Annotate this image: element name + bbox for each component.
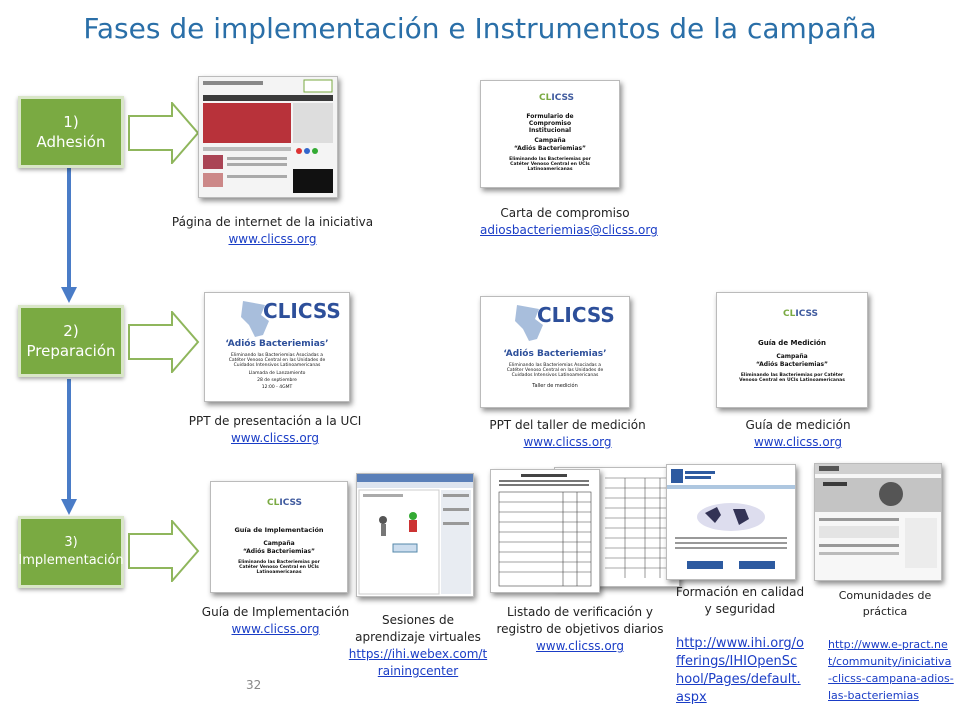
flow-arrows	[61, 165, 77, 515]
doc-extra-1: Llamada de Lanzamiento	[248, 371, 306, 376]
guia-implementacion-caption: Guía de Implementación www.clicss.org	[188, 604, 363, 638]
phase-label: Adhesión	[36, 133, 106, 151]
guia-implementacion-caption-text: Guía de Implementación	[201, 605, 350, 619]
block-arrow-1	[128, 102, 200, 164]
sesiones-link[interactable]: https://ihi.webex.com/trainingcenter	[348, 647, 488, 678]
carta-link[interactable]: adiosbacteriemias@clicss.org	[480, 223, 658, 237]
doc-subtitle: Eliminando las Bacteriemias por Catéter …	[238, 560, 320, 575]
latin-america-map-icon	[515, 305, 543, 341]
phase-implementacion: 3) Implementación	[18, 516, 124, 588]
ihi-website-icon	[667, 465, 795, 579]
carta-caption-text: Carta de compromiso	[500, 206, 630, 220]
website-caption-text: Página de internet de la iniciativa	[171, 215, 374, 229]
guia-implementacion-thumbnail[interactable]: CLICSS Guía de Implementación Campaña “A…	[210, 481, 348, 593]
listado-link[interactable]: www.clicss.org	[535, 639, 625, 653]
phase-preparacion: 2) Preparación	[18, 305, 124, 377]
phase-adhesion: 1) Adhesión	[18, 96, 124, 168]
doc-title: Formulario de Compromiso Institucional	[526, 113, 574, 134]
ppt-taller-thumbnail[interactable]: CLICSS ‘Adiós Bacteriemias’ Eliminando l…	[480, 296, 630, 408]
guia-implementacion-link[interactable]: www.clicss.org	[231, 622, 320, 636]
sesiones-caption: Sesiones de aprendizaje virtuales https:…	[348, 612, 488, 680]
doc-subtitle: Eliminando las Bacteriemias por Catéter …	[739, 373, 845, 383]
ppt-uci-caption-text: PPT de presentación a la UCI	[188, 414, 362, 428]
epract-community-thumbnail[interactable]	[814, 463, 942, 581]
latin-america-map-icon	[241, 301, 269, 337]
ihi-open-school-thumbnail[interactable]	[666, 464, 796, 580]
webex-screenshot-thumbnail[interactable]	[356, 473, 474, 597]
phase-number: 2)	[63, 322, 79, 340]
doc-subtitle: Eliminando las Bacteriemias Asociadas a …	[228, 353, 326, 368]
doc-campaign-name: ‘Adiós Bacteriemias’	[225, 339, 329, 349]
carta-compromiso-thumbnail[interactable]: CLICSS Formulario de Compromiso Instituc…	[480, 80, 620, 188]
comunidades-link[interactable]: http://www.e-pract.net/community/iniciat…	[828, 638, 954, 702]
guia-medicion-caption: Guía de medición www.clicss.org	[718, 417, 878, 451]
phase-number: 3)	[64, 535, 78, 550]
doc-extra-2: 28 de septiembre	[257, 378, 297, 383]
ppt-uci-thumbnail[interactable]: CLICSS ‘Adiós Bacteriemias’ Eliminando l…	[204, 292, 350, 402]
doc-campaign-name: “Adiós Bacteriemias”	[242, 548, 316, 555]
clicss-logo: CLICSS	[539, 93, 575, 103]
clicss-logo: CLICSS	[267, 498, 303, 508]
ppt-uci-link[interactable]: www.clicss.org	[230, 431, 320, 445]
doc-extra-1: Taller de medición	[532, 383, 578, 389]
website-link[interactable]: www.clicss.org	[228, 232, 317, 246]
ppt-taller-caption-text: PPT del taller de medición	[489, 418, 646, 432]
sesiones-caption-text: Sesiones de aprendizaje virtuales	[355, 613, 481, 644]
doc-campaign: Campaña	[263, 540, 295, 547]
guia-medicion-caption-text: Guía de medición	[745, 418, 851, 432]
ppt-uci-caption: PPT de presentación a la UCI www.clicss.…	[180, 413, 370, 447]
doc-subtitle: Eliminando las Bacteriemias por Catéter …	[509, 157, 591, 172]
webex-screenshot-icon	[357, 474, 473, 595]
page-title: Fases de implementación e Instrumentos d…	[83, 12, 877, 45]
doc-title: Guía de Medición	[758, 339, 826, 347]
doc-title: Guía de Implementación	[234, 526, 324, 534]
listado-caption-text: Listado de verificación y registro de ob…	[496, 605, 664, 636]
doc-extra-3: 12:00 - 4GMT	[261, 385, 293, 390]
block-arrow-2	[128, 311, 200, 373]
guia-medicion-link[interactable]: www.clicss.org	[753, 435, 843, 449]
listado-verificacion-thumbnail[interactable]	[490, 469, 600, 593]
phase-number: 1)	[63, 113, 79, 131]
page-number: 32	[246, 678, 262, 692]
clicss-logo: CLICSS	[537, 303, 615, 327]
ppt-taller-link[interactable]: www.clicss.org	[523, 435, 612, 449]
epract-website-icon	[815, 464, 941, 580]
doc-campaign-name: ‘Adiós Bacteriemias’	[503, 349, 607, 359]
guia-medicion-thumbnail[interactable]: CLICSS Guía de Medición Campaña “Adiós B…	[716, 292, 868, 408]
formacion-link[interactable]: http://www.ihi.org/offerings/IHIOpenScho…	[676, 636, 804, 705]
comunidades-caption: Comunidades de práctica	[830, 588, 940, 620]
block-arrow-3	[128, 520, 200, 582]
phase-label: Implementación	[18, 553, 124, 568]
doc-subtitle: Eliminando las Bacteriemias Asociadas a …	[506, 363, 604, 378]
phase-label: Preparación	[26, 342, 116, 360]
doc-campaign-name: “Adiós Bacteriemias”	[513, 145, 587, 152]
checklist-form-icon	[491, 470, 599, 592]
listado-caption: Listado de verificación y registro de ob…	[494, 604, 666, 655]
website-screenshot-thumbnail[interactable]	[198, 76, 338, 198]
website-screenshot-icon	[199, 77, 337, 197]
clicss-logo: CLICSS	[783, 309, 819, 319]
ppt-taller-caption: PPT del taller de medición www.clicss.or…	[470, 417, 665, 451]
comunidades-caption-text: Comunidades de práctica	[838, 589, 932, 618]
website-caption: Página de internet de la iniciativa www.…	[150, 214, 395, 248]
carta-caption: Carta de compromiso adiosbacteriemias@cl…	[480, 205, 658, 239]
doc-campaign: Campaña	[534, 137, 566, 144]
doc-campaign-name: “Adiós Bacteriemias”	[755, 361, 829, 368]
doc-campaign: Campaña	[776, 353, 808, 360]
clicss-logo: CLICSS	[263, 299, 341, 323]
formacion-caption: Formación en calidad y seguridad	[672, 584, 808, 618]
formacion-caption-text: Formación en calidad y seguridad	[675, 585, 805, 616]
